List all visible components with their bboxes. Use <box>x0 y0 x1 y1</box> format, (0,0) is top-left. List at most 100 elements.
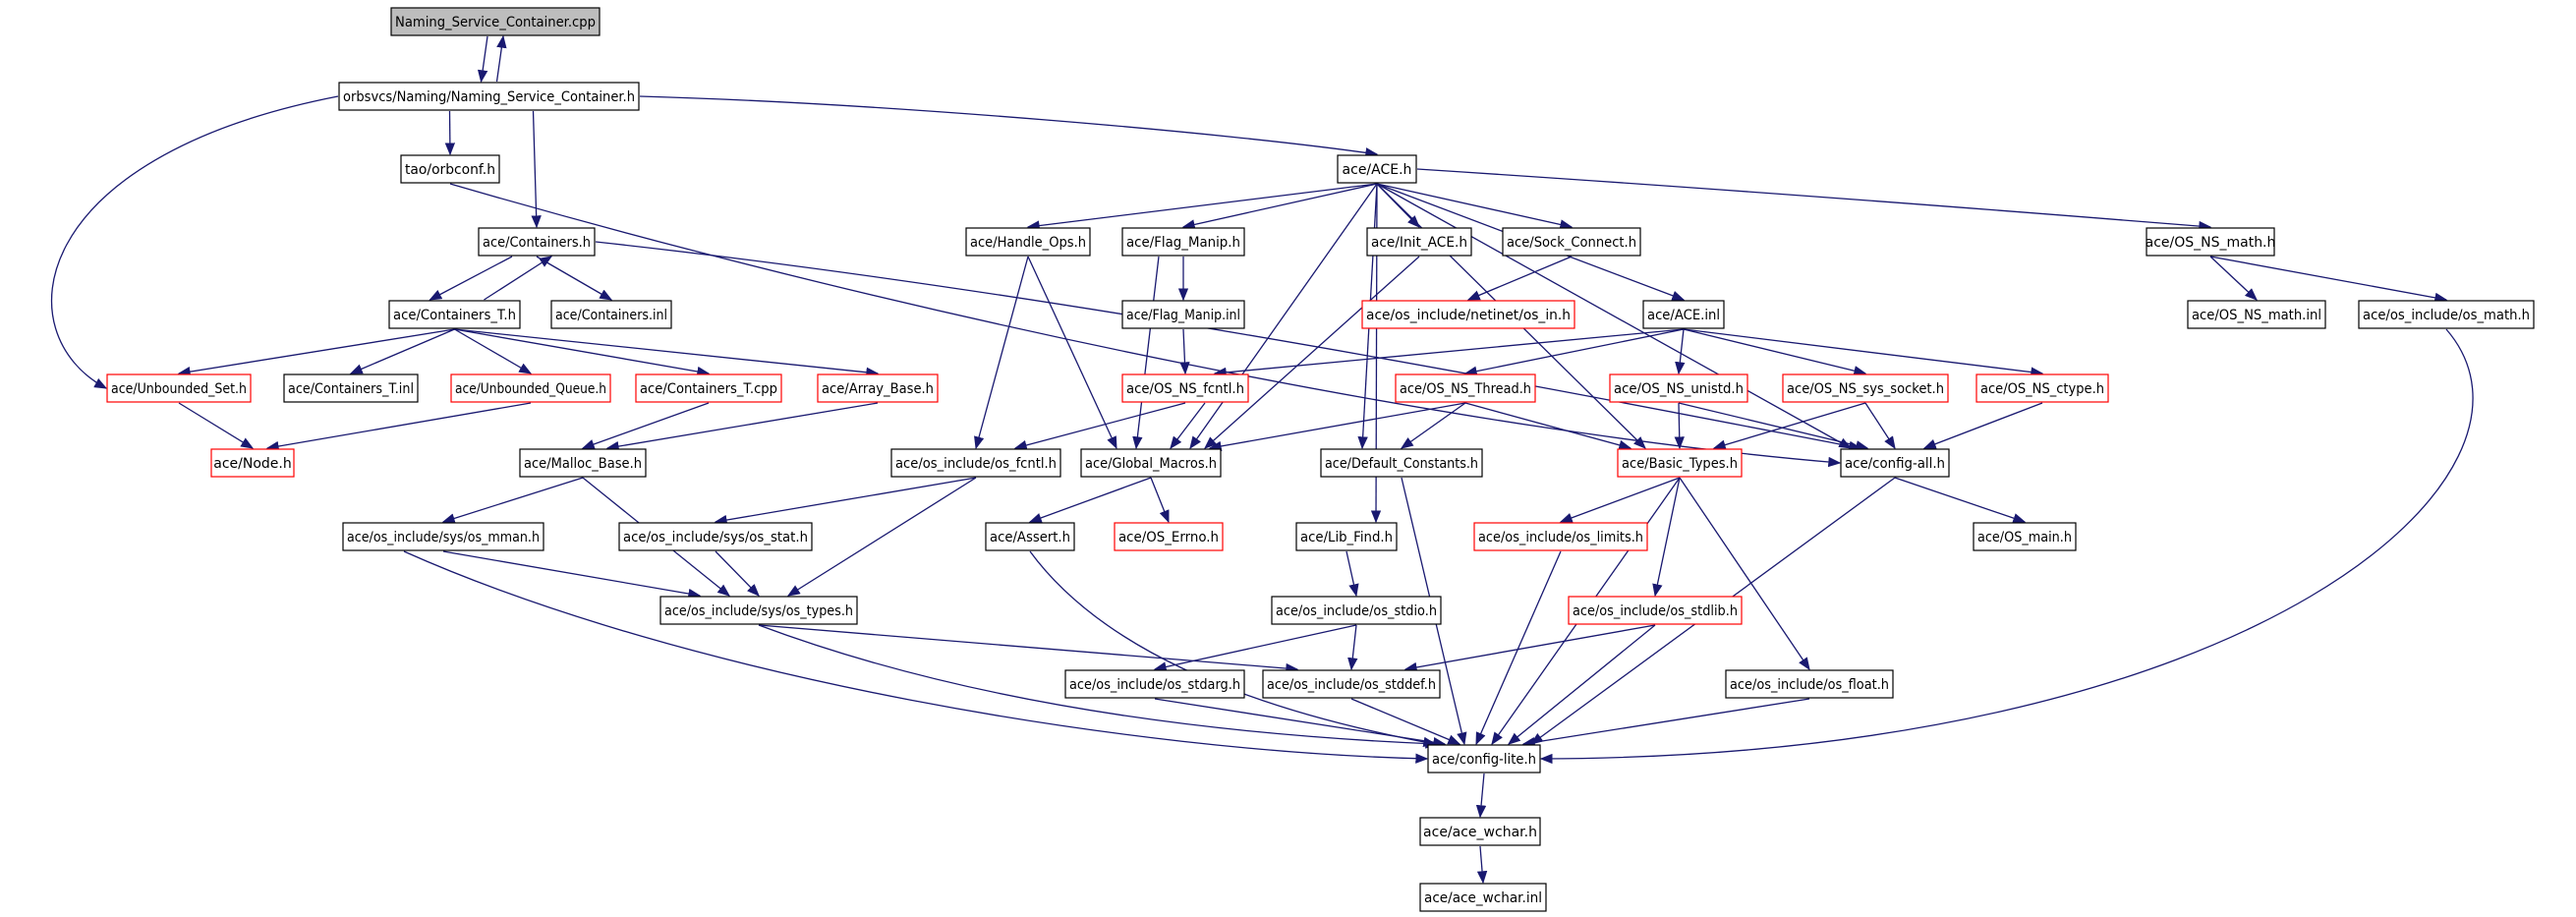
include-edge <box>1683 328 2044 377</box>
graph-node-ace-ace-wchar-inl[interactable]: ace/ace_wchar.inl <box>1419 883 1547 912</box>
graph-node-box <box>1366 227 1472 257</box>
graph-node-box <box>1320 448 1483 478</box>
graph-node-label: ace/Containers.inl <box>555 308 667 323</box>
include-edge <box>1029 550 1437 747</box>
graph-node-ace-os-include-os-stdlib-h[interactable]: ace/os_include/os_stdlib.h <box>1568 596 1743 625</box>
include-edge <box>1028 477 1152 523</box>
graph-node-ace-os-ns-math-h[interactable]: ace/OS_NS_math.h <box>2146 227 2276 257</box>
include-edge <box>1204 256 1420 449</box>
graph-node-ace-os-ns-sys-socket-h[interactable]: ace/OS_NS_sys_socket.h <box>1782 373 1949 403</box>
graph-node-box <box>1121 227 1245 257</box>
graph-node-ace-basic-types-h[interactable]: ace/Basic_Types.h <box>1617 448 1743 478</box>
graph-node-ace-config-lite-h[interactable]: ace/config-lite.h <box>1427 744 1541 774</box>
graph-node-ace-os-include-sys-os-mman-h[interactable]: ace/os_include/sys/os_mman.h <box>342 522 544 551</box>
graph-node-naming-service-container-cpp[interactable]: Naming_Service_Container.cpp <box>390 7 601 36</box>
graph-node-ace-global-macros-h[interactable]: ace/Global_Macros.h <box>1080 448 1222 478</box>
graph-node-ace-containers-t-cpp[interactable]: ace/Containers_T.cpp <box>635 373 782 403</box>
graph-node-ace-containers-t-inl[interactable]: ace/Containers_T.inl <box>283 373 419 403</box>
graph-node-box <box>2358 300 2535 329</box>
graph-node-ace-ace-wchar-h[interactable]: ace/ace_wchar.h <box>1419 817 1541 846</box>
graph-node-label: ace/os_include/os_math.h <box>2363 308 2530 323</box>
graph-node-ace-array-base-h[interactable]: ace/Array_Base.h <box>817 373 939 403</box>
graph-node-ace-os-include-sys-os-types-h[interactable]: ace/os_include/sys/os_types.h <box>659 596 858 625</box>
include-edge <box>1189 183 1378 450</box>
graph-node-ace-os-include-os-stdarg-h[interactable]: ace/os_include/os_stdarg.h <box>1064 669 1245 699</box>
graph-node-ace-os-ns-thread-h[interactable]: ace/OS_NS_Thread.h <box>1395 373 1536 403</box>
graph-node-ace-os-main-h[interactable]: ace/OS_main.h <box>1973 522 2077 551</box>
graph-node-label: ace/os_include/sys/os_stat.h <box>623 530 808 545</box>
graph-node-label: ace/config-lite.h <box>1432 752 1536 768</box>
graph-node-ace-os-include-os-math-h[interactable]: ace/os_include/os_math.h <box>2358 300 2535 329</box>
graph-node-ace-containers-inl[interactable]: ace/Containers.inl <box>550 300 672 329</box>
include-edge <box>2209 256 2448 304</box>
graph-node-box <box>1337 154 1417 184</box>
graph-node-ace-os-include-netinet-os-in-h[interactable]: ace/os_include/netinet/os_in.h <box>1361 300 1575 329</box>
graph-node-ace-os-include-os-float-h[interactable]: ace/os_include/os_float.h <box>1725 669 1894 699</box>
graph-node-label: ace/os_include/sys/os_mman.h <box>347 530 540 545</box>
graph-node-ace-os-ns-ctype-h[interactable]: ace/OS_NS_ctype.h <box>1975 373 2109 403</box>
graph-node-box <box>1975 373 2109 403</box>
graph-node-tao-orbconf-h[interactable]: tao/orbconf.h <box>400 154 500 184</box>
graph-node-ace-ace-inl[interactable]: ace/ACE.inl <box>1642 300 1725 329</box>
graph-node-box <box>817 373 939 403</box>
graph-node-label: orbsvcs/Naming/Naming_Service_Container.… <box>343 89 635 105</box>
include-edge <box>1400 402 1466 449</box>
graph-node-ace-os-include-sys-os-stat-h[interactable]: ace/os_include/sys/os_stat.h <box>618 522 813 551</box>
graph-node-ace-sock-connect-h[interactable]: ace/Sock_Connect.h <box>1502 227 1641 257</box>
graph-node-box <box>1473 522 1648 551</box>
graph-node-ace-os-ns-unistd-h[interactable]: ace/OS_NS_unistd.h <box>1609 373 1748 403</box>
graph-node-label: ace/Global_Macros.h <box>1085 456 1217 472</box>
graph-node-ace-os-include-os-stddef-h[interactable]: ace/os_include/os_stddef.h <box>1262 669 1441 699</box>
graph-node-label: ace/OS_NS_ctype.h <box>1980 381 2104 397</box>
graph-node-ace-unbounded-set-h[interactable]: ace/Unbounded_Set.h <box>106 373 252 403</box>
graph-node-label: ace/Containers.h <box>483 235 591 251</box>
include-edge <box>1678 402 1869 451</box>
graph-node-ace-handle-ops-h[interactable]: ace/Handle_Ops.h <box>965 227 1091 257</box>
include-edge <box>349 328 455 374</box>
include-edge <box>605 402 879 452</box>
include-edge <box>442 550 702 600</box>
graph-node-ace-os-ns-math-inl[interactable]: ace/OS_NS_math.inl <box>2187 300 2326 329</box>
graph-node-box <box>1114 522 1224 551</box>
graph-node-ace-assert-h[interactable]: ace/Assert.h <box>985 522 1075 551</box>
graph-node-label: ace/OS_NS_sys_socket.h <box>1787 381 1944 397</box>
graph-node-ace-flag-manip-inl[interactable]: ace/Flag_Manip.inl <box>1121 300 1245 329</box>
graph-node-ace-lib-find-h[interactable]: ace/Lib_Find.h <box>1295 522 1398 551</box>
graph-node-ace-config-all-h[interactable]: ace/config-all.h <box>1840 448 1950 478</box>
include-edge <box>715 550 760 597</box>
include-edge <box>454 328 711 377</box>
graph-node-ace-ace-h[interactable]: ace/ACE.h <box>1337 154 1417 184</box>
graph-node-ace-os-ns-fcntl-h[interactable]: ace/OS_NS_fcntl.h <box>1121 373 1249 403</box>
graph-node-box <box>1419 883 1547 912</box>
include-edge <box>1539 328 2474 765</box>
graph-node-ace-containers-t-h[interactable]: ace/Containers_T.h <box>388 300 521 329</box>
graph-node-ace-node-h[interactable]: ace/Node.h <box>210 448 295 478</box>
graph-node-box <box>388 300 521 329</box>
graph-node-ace-init-ace-h[interactable]: ace/Init_ACE.h <box>1366 227 1472 257</box>
graph-node-ace-flag-manip-h[interactable]: ace/Flag_Manip.h <box>1121 227 1245 257</box>
include-edge <box>758 624 1439 749</box>
include-edge <box>484 256 553 301</box>
graph-node-ace-os-include-os-stdio-h[interactable]: ace/os_include/os_stdio.h <box>1271 596 1442 625</box>
graph-node-label: ace/Unbounded_Queue.h <box>455 381 606 397</box>
graph-node-ace-os-include-os-fcntl-h[interactable]: ace/os_include/os_fcntl.h <box>890 448 1061 478</box>
graph-node-ace-unbounded-queue-h[interactable]: ace/Unbounded_Queue.h <box>450 373 611 403</box>
graph-node-label: ace/os_include/os_stdarg.h <box>1069 677 1240 693</box>
graph-node-box <box>1262 669 1441 699</box>
include-edge <box>178 402 255 449</box>
graph-node-label: ace/OS_main.h <box>1977 530 2072 545</box>
graph-node-label: ace/Unbounded_Set.h <box>111 381 247 397</box>
graph-node-label: ace/OS_NS_math.inl <box>2192 308 2321 323</box>
graph-node-ace-os-include-os-limits-h[interactable]: ace/os_include/os_limits.h <box>1473 522 1648 551</box>
graph-node-box <box>1419 817 1541 846</box>
graph-node-label: tao/orbconf.h <box>405 162 495 178</box>
graph-node-box <box>659 596 858 625</box>
include-edge <box>581 402 710 449</box>
graph-node-box <box>1609 373 1748 403</box>
graph-node-orbsvcs-naming-naming-service-container-h[interactable]: orbsvcs/Naming/Naming_Service_Container.… <box>338 82 640 111</box>
graph-node-ace-default-constants-h[interactable]: ace/Default_Constants.h <box>1320 448 1483 478</box>
graph-node-label: ace/config-all.h <box>1845 456 1945 472</box>
graph-node-ace-containers-h[interactable]: ace/Containers.h <box>478 227 596 257</box>
graph-node-ace-os-errno-h[interactable]: ace/OS_Errno.h <box>1114 522 1224 551</box>
graph-node-ace-malloc-base-h[interactable]: ace/Malloc_Base.h <box>519 448 647 478</box>
